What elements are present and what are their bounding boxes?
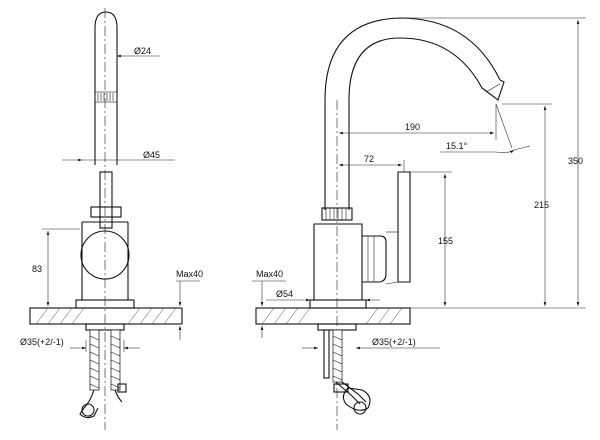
dim-side-deck-max: Max40: [252, 269, 286, 338]
dim-side-body-height: 155: [410, 171, 453, 306]
label-front-deck-max: Max40: [176, 269, 203, 279]
label-front-body-diameter: Ø45: [143, 150, 160, 160]
front-lever: [99, 171, 113, 229]
front-countertop: [29, 307, 183, 325]
front-aerator: [94, 91, 118, 103]
dim-side-total-height: 350: [404, 17, 586, 309]
side-lever: [397, 171, 411, 283]
side-handle-connector: [362, 235, 387, 283]
label-side-base-diameter: Ø54: [276, 289, 293, 299]
front-collar: [90, 206, 122, 218]
dim-side-base-diameter: Ø54: [266, 289, 380, 302]
label-front-hole-diameter: Ø35(+2/-1): [20, 337, 64, 347]
front-spout-tube: [94, 11, 118, 165]
dim-side-spout-reach: 190: [339, 104, 497, 140]
dim-side-hole-diameter: Ø35(+2/-1): [302, 337, 440, 350]
label-front-spout-diameter: Ø24: [134, 46, 151, 56]
label-side-spout-angle: 15.1°: [446, 141, 468, 151]
label-side-handle-top-height: 215: [534, 200, 549, 210]
dim-side-handle-top-height: 215: [410, 103, 552, 309]
dim-front-deck-max: Max40: [176, 269, 203, 340]
dim-front-spout-diameter: Ø24: [117, 46, 160, 58]
side-base: [309, 299, 367, 309]
label-side-total-height: 350: [568, 156, 583, 166]
dim-front-body-diameter: Ø45: [62, 150, 175, 162]
front-view: Ø24 Ø45 83 Max40 Ø35(+2/-1): [20, 8, 203, 430]
dim-side-spout-angle: 15.1°: [440, 103, 531, 154]
label-side-spout-reach: 190: [405, 122, 420, 132]
side-spout: [324, 17, 501, 210]
side-spout-tip: [481, 79, 505, 101]
side-hoses: [323, 329, 371, 415]
label-side-deck-max: Max40: [256, 269, 283, 279]
label-side-body-height: 155: [438, 236, 453, 246]
dim-front-hole-diameter: Ø35(+2/-1): [20, 337, 140, 352]
front-mounting-nut: [85, 323, 125, 331]
label-front-handle-height: 83: [32, 264, 42, 274]
dim-front-handle-height: 83: [32, 228, 80, 306]
side-body: [313, 223, 363, 301]
side-countertop: [255, 307, 411, 325]
label-side-hole-diameter: Ø35(+2/-1): [372, 337, 416, 347]
label-side-handle-offset: 72: [364, 154, 374, 164]
dim-side-handle-offset: 72: [339, 154, 405, 172]
front-hoses: [79, 329, 127, 419]
side-view: Max40 Ø54 Ø35(+2/-1) 190 15.1°: [252, 17, 586, 430]
